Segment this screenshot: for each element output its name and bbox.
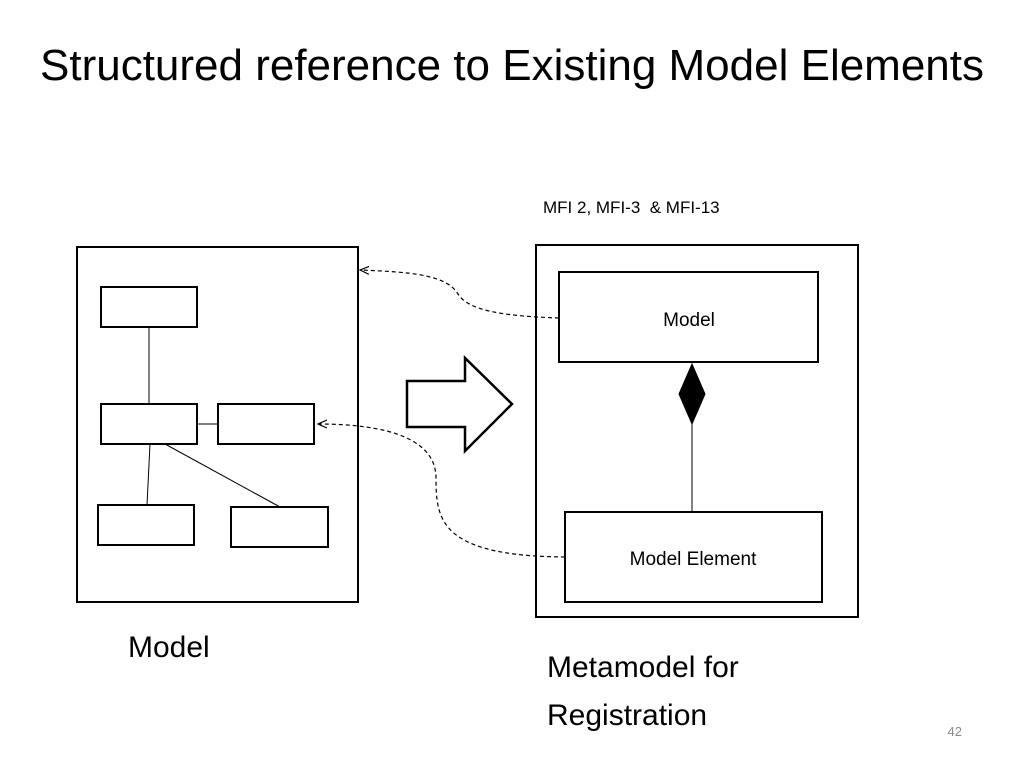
connector-line xyxy=(146,443,151,506)
model-element-box xyxy=(230,506,329,548)
metamodel-caption-line1: Metamodel for xyxy=(547,651,739,684)
model-caption: Model xyxy=(128,631,210,664)
model-box xyxy=(558,271,819,363)
metamodel-caption: Metamodel for Registration xyxy=(547,644,807,740)
metamodel-caption-line2: Registration xyxy=(547,699,708,732)
model-box-label: Model xyxy=(663,310,715,331)
model-element-box-right xyxy=(564,511,823,603)
model-element-box xyxy=(100,286,198,328)
model-element-box xyxy=(97,504,195,546)
composition-diamond xyxy=(678,362,706,426)
reference-arrow-to-model xyxy=(360,270,560,319)
connector-line xyxy=(164,443,281,508)
subtitle: MFI 2, MFI-3 & MFI-13 xyxy=(543,198,720,217)
model-element-box xyxy=(217,403,315,445)
model-element-box xyxy=(100,403,198,445)
model-element-box-label: Model Element xyxy=(630,549,757,570)
slide-title: Structured reference to Existing Model E… xyxy=(40,41,985,90)
reference-arrow-to-element xyxy=(318,424,566,558)
page-number: 42 xyxy=(947,724,962,739)
block-arrow xyxy=(405,355,514,455)
